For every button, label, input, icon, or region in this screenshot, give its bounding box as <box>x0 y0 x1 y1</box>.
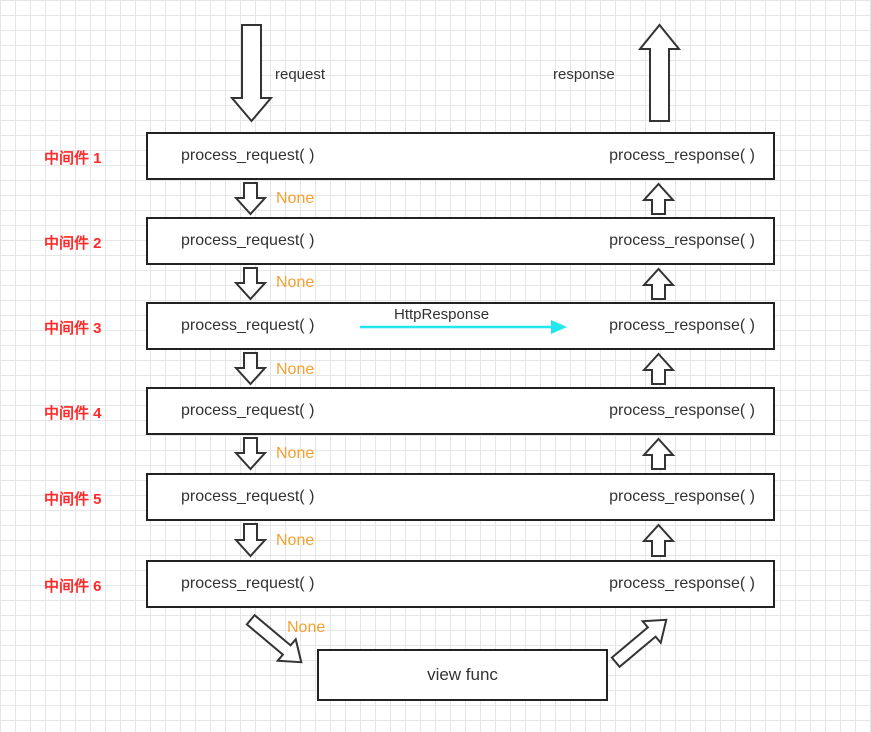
middleware-box-1: process_request( ) process_response( ) <box>146 132 775 180</box>
process-request-fn: process_request( ) <box>181 232 315 249</box>
process-request-fn: process_request( ) <box>181 575 315 592</box>
process-request-fn: process_request( ) <box>181 488 315 505</box>
view-func-label: view func <box>427 665 498 684</box>
up-arrow-icon-2 <box>641 267 676 300</box>
process-request-fn: process_request( ) <box>181 402 315 419</box>
response-arrow-icon <box>637 23 682 122</box>
up-arrow-icon-4 <box>641 437 676 470</box>
diagonal-up-arrow-icon <box>610 618 668 669</box>
down-arrow-icon-1 <box>233 182 268 216</box>
process-response-fn: process_response( ) <box>609 402 755 419</box>
up-arrow-icon-3 <box>641 352 676 385</box>
middleware-box-2: process_request( ) process_response( ) <box>146 217 775 265</box>
http-response-label: HttpResponse <box>394 306 490 323</box>
down-arrow-icon-2 <box>233 267 268 301</box>
middleware-box-4: process_request( ) process_response( ) <box>146 387 775 435</box>
down-arrow-icon-5 <box>233 523 268 558</box>
middleware-label-4: 中间件 4 <box>44 405 102 422</box>
process-response-fn: process_response( ) <box>609 147 755 164</box>
response-label: response <box>553 66 615 83</box>
middleware-label-2: 中间件 2 <box>44 235 102 252</box>
down-arrow-icon-4 <box>233 437 268 471</box>
request-label: request <box>275 66 326 83</box>
process-response-fn: process_response( ) <box>609 317 755 334</box>
process-response-fn: process_response( ) <box>609 232 755 249</box>
none-label-6: None <box>287 619 326 636</box>
up-arrow-icon-1 <box>641 182 676 215</box>
request-arrow-icon <box>229 24 274 123</box>
process-request-fn: process_request( ) <box>181 147 315 164</box>
none-label-4: None <box>276 445 315 462</box>
middleware-label-5: 中间件 5 <box>44 491 102 508</box>
down-arrow-icon-3 <box>233 352 268 386</box>
middleware-box-5: process_request( ) process_response( ) <box>146 473 775 521</box>
view-func-box: view func <box>317 649 608 701</box>
none-label-3: None <box>276 361 315 378</box>
up-arrow-icon-5 <box>641 523 676 557</box>
process-request-fn: process_request( ) <box>181 317 315 334</box>
process-response-fn: process_response( ) <box>609 575 755 592</box>
none-label-1: None <box>276 190 315 207</box>
middleware-label-1: 中间件 1 <box>44 150 102 167</box>
middleware-label-3: 中间件 3 <box>44 320 102 337</box>
none-label-2: None <box>276 274 315 291</box>
none-label-5: None <box>276 532 315 549</box>
middleware-box-6: process_request( ) process_response( ) <box>146 560 775 608</box>
process-response-fn: process_response( ) <box>609 488 755 505</box>
middleware-label-6: 中间件 6 <box>44 578 102 595</box>
middleware-box-3: process_request( ) process_response( ) <box>146 302 775 350</box>
